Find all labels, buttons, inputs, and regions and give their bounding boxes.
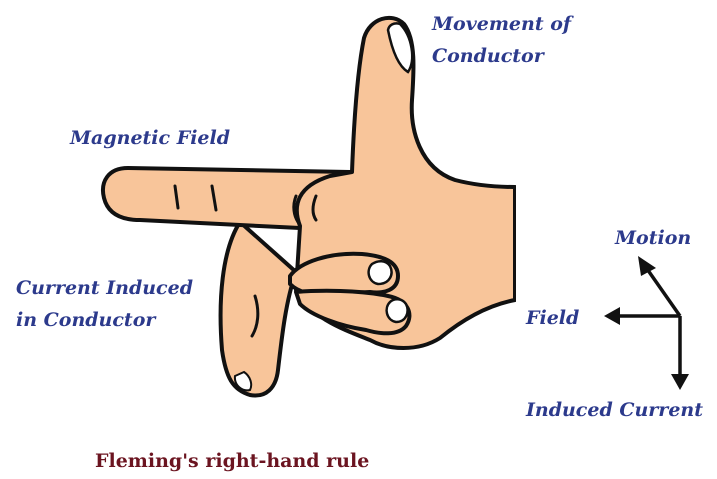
thumb-label-line1: Movement of — [432, 12, 571, 37]
motion-arrow-line — [645, 266, 680, 316]
current-arrowhead — [671, 374, 689, 390]
motion-arrowhead — [638, 256, 656, 276]
diagram-caption: Fleming's right-hand rule — [95, 450, 369, 472]
motion-label: Motion — [615, 226, 691, 251]
field-arrowhead — [604, 307, 620, 325]
index-finger-label: Magnetic Field — [70, 126, 230, 151]
ring-fingernail — [369, 261, 392, 284]
direction-axes — [604, 256, 689, 390]
thumb-label-line2: Conductor — [432, 44, 544, 69]
field-label: Field — [526, 306, 579, 331]
induced-current-label: Induced Current — [526, 398, 703, 423]
middle-finger-label-line2: in Conductor — [16, 308, 155, 333]
little-fingernail — [387, 299, 408, 322]
middle-finger-label-line1: Current Induced — [16, 276, 193, 301]
